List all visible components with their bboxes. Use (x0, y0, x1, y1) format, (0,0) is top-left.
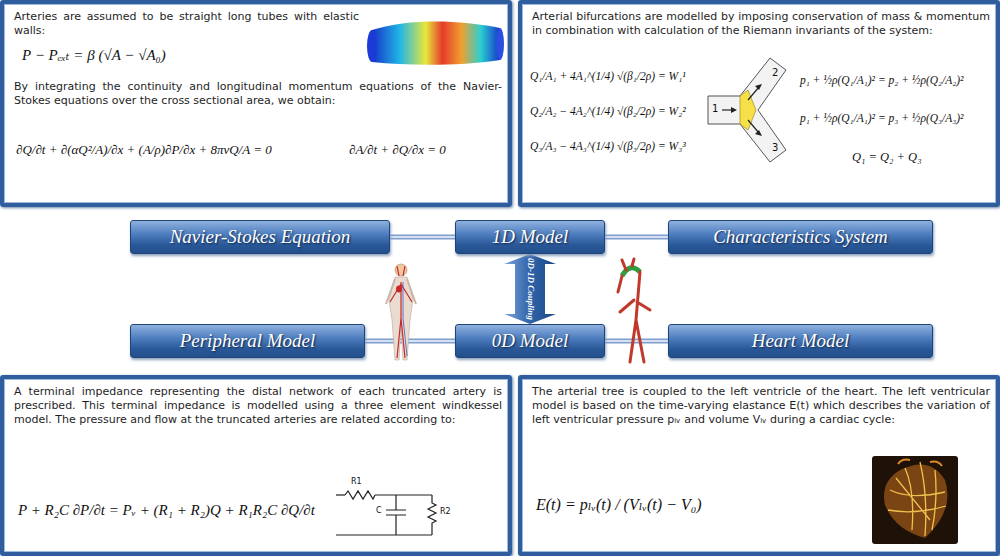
component-label: C (376, 507, 382, 515)
panel-text: By integrating the continuity and longit… (14, 80, 502, 108)
panel-text: A terminal impedance representing the di… (14, 385, 502, 427)
branch-number: 2 (772, 68, 778, 78)
heart-image-part (884, 464, 948, 538)
equation: P + R₂C ∂P/∂t = Pᵥ + (R₁ + R₂)Q + R₁R₂C … (18, 501, 315, 519)
panel-text: The arterial tree is coupled to the left… (532, 385, 990, 427)
windkessel-circuit-part (428, 495, 436, 535)
model-band: Peripheral Model (130, 324, 365, 358)
model-band: Heart Model (668, 324, 933, 358)
heart-image (872, 456, 958, 544)
band-label: 1D Model (492, 227, 569, 248)
equation: ∂A/∂t + ∂Q/∂x = 0 (349, 142, 446, 158)
connector-line (390, 236, 455, 238)
connector-line (365, 340, 455, 342)
connector-line (605, 339, 668, 344)
coupling-label: 0D-1D Coupling (526, 258, 535, 320)
aorta-tree (618, 259, 650, 362)
info-panel: Arteries are assumed to be straight long… (0, 0, 512, 207)
connector (365, 341, 455, 342)
windkessel-circuit-part (386, 495, 406, 535)
connector (504, 254, 556, 324)
bifurcation-sketch-part (740, 90, 756, 130)
equation: E(t) = pₗᵥ(t) / (Vₗᵥ(t) − V₀) (536, 495, 702, 514)
artery-tube (367, 22, 504, 65)
connector-line (390, 235, 455, 240)
windkessel-circuit (336, 491, 436, 535)
connector-line (605, 236, 668, 238)
panel-text: Arteries are assumed to be straight long… (14, 10, 359, 38)
equation: Q₁ = Q₂ + Q₃ (852, 150, 922, 165)
coupling-arrow (504, 254, 556, 324)
body-figure-part (395, 264, 407, 276)
model-band: 0D Model (455, 324, 605, 358)
equation: Q₂/A₂ − 4A₂^(1/4) √(β₂/2ρ) = W₂² (530, 105, 686, 119)
bifurcation-sketch-part (731, 107, 737, 113)
artery-tube-part (496, 28, 504, 60)
connector (605, 237, 668, 238)
heart-image-part (898, 460, 942, 467)
connector (605, 341, 668, 342)
connector-line (365, 339, 455, 344)
band-label: Peripheral Model (180, 331, 316, 352)
bifurcation-sketch (708, 58, 786, 162)
connector (390, 237, 455, 238)
connector-line (605, 340, 668, 342)
body-figure-part (403, 282, 407, 356)
branch-number: 3 (772, 143, 778, 153)
model-band: Characteristics System (668, 220, 933, 254)
component-label: R2 (440, 508, 451, 516)
equation: p₁ + ½ρ(Q₁/A₁)² = p₂ + ½ρ(Q₂/A₂)² (800, 74, 964, 88)
bifurcation-sketch-part (755, 130, 762, 136)
heart-image-part (888, 462, 946, 536)
band-label: Characteristics System (713, 227, 888, 248)
band-label: 0D Model (492, 331, 569, 352)
info-panel: Arterial bifurcations are modelled by im… (518, 0, 1000, 207)
connector-line (605, 235, 668, 240)
windkessel-circuit-part (336, 494, 345, 495)
equation: P − Pₑₓₜ = β (√A − √A₀) (22, 46, 166, 64)
band-label: Heart Model (752, 331, 850, 352)
bifurcation-sketch-part (748, 120, 759, 133)
body-figure-part (390, 266, 412, 358)
artery-tube-part (372, 22, 500, 65)
band-label: Navier-Stokes Equation (170, 227, 351, 248)
bifurcation-sketch-part (755, 84, 762, 90)
branch-number: 1 (712, 104, 718, 114)
component-label: R1 (351, 478, 362, 486)
info-panel: A terminal impedance representing the di… (0, 375, 512, 556)
info-panel: The arterial tree is coupled to the left… (518, 375, 1000, 556)
artery-tube-part (367, 30, 377, 62)
equation: Q₁/A₁ + 4A₁^(1/4) √(β₁/2ρ) = W₁¹ (530, 70, 686, 84)
panel-text: Arterial bifurcations are modelled by im… (532, 10, 990, 38)
windkessel-circuit-part (336, 534, 432, 535)
windkessel-circuit-part (375, 494, 432, 495)
model-band: 1D Model (455, 220, 605, 254)
equation: ∂Q/∂t + ∂(αQ²/A)/∂x + (A/ρ)∂P/∂x + 8πνQ/… (16, 142, 272, 158)
heart-image-part (872, 456, 958, 544)
bifurcation-sketch-part (748, 87, 759, 100)
model-band: Navier-Stokes Equation (130, 220, 390, 254)
windkessel-circuit-part (345, 491, 375, 499)
aorta-tree-part (618, 259, 650, 362)
equation: p₁ + ½ρ(Q₁/A₁)² = p₃ + ½ρ(Q₃/A₃)² (800, 112, 964, 126)
body-figure (386, 264, 416, 360)
bifurcation-sketch-part (708, 58, 786, 162)
equation: Q₃/A₃ − 4A₃^(1/4) √(β₃/2ρ) = W₃³ (530, 140, 686, 154)
